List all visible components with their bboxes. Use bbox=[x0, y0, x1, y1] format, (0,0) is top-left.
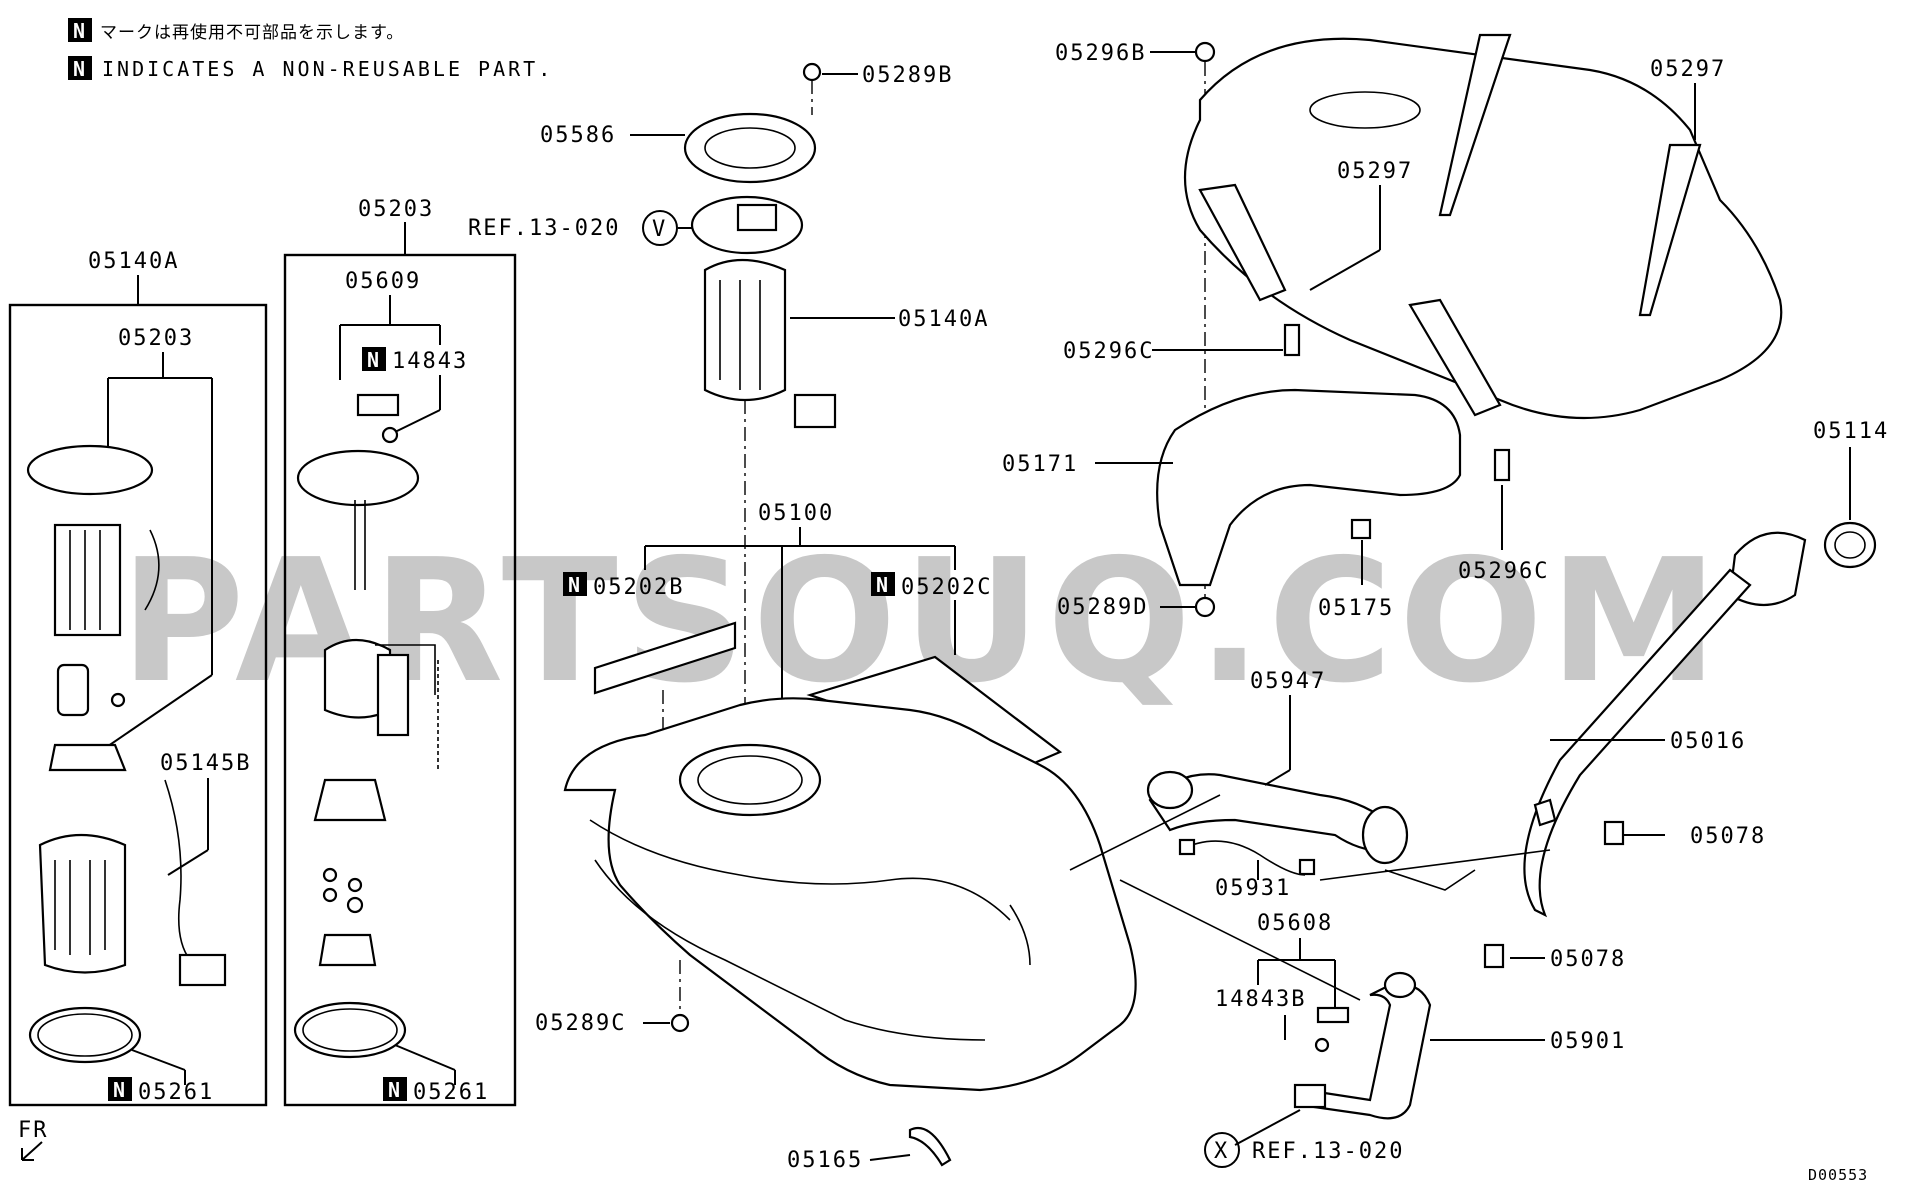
callout-14843B: 14843B bbox=[1215, 987, 1306, 1012]
non-reusable-marker bbox=[68, 56, 92, 80]
v-mark bbox=[642, 210, 678, 246]
callout-05202B: 05202B bbox=[593, 575, 684, 600]
callout-05296B: 05296B bbox=[1055, 41, 1146, 66]
callout-05202C: 05202C bbox=[901, 575, 992, 600]
x-mark bbox=[1204, 1132, 1240, 1168]
callout-05586: 05586 bbox=[540, 123, 616, 148]
callout-05016: 05016 bbox=[1670, 729, 1746, 754]
fuel-cap bbox=[1823, 521, 1877, 569]
front-direction-arrow-icon: FR bbox=[18, 1118, 49, 1161]
fuel-tank-group: 05289B 05586 REF.13-020 V 05140A 05100 N… bbox=[468, 62, 1137, 1173]
svg-text:N: N bbox=[113, 1078, 125, 1102]
callout-05901: 05901 bbox=[1550, 1029, 1626, 1054]
callout-05289D: 05289D bbox=[1057, 595, 1148, 620]
fuel-pump-assembly-box: 05140A 05203 05145B N 05261 bbox=[8, 249, 268, 1107]
heat-protector bbox=[1156, 388, 1462, 587]
callout-05171: 05171 bbox=[1002, 452, 1078, 477]
callout-05100: 05100 bbox=[758, 501, 834, 526]
group-box-05140A bbox=[8, 303, 268, 1107]
svg-text:FR: FR bbox=[18, 1118, 49, 1143]
callout-05261: 05261 bbox=[138, 1080, 214, 1105]
callout-05289C: 05289C bbox=[535, 1011, 626, 1036]
tank-protector-top bbox=[1184, 37, 1783, 420]
svg-text:N: N bbox=[73, 19, 85, 43]
note-japanese: マークは再使用不可部品を示します。 bbox=[100, 22, 404, 43]
callout-05931: 05931 bbox=[1215, 876, 1291, 901]
callout-05296C-right: 05296C bbox=[1458, 559, 1549, 584]
callout-05078-top: 05078 bbox=[1690, 824, 1766, 849]
callout-05608: 05608 bbox=[1257, 911, 1333, 936]
callout-05165: 05165 bbox=[787, 1148, 863, 1173]
note-english: INDICATES A NON-REUSABLE PART. bbox=[102, 57, 553, 81]
svg-text:N: N bbox=[568, 573, 580, 597]
svg-text:N: N bbox=[367, 348, 379, 372]
callout-ref-13-020-v: REF.13-020 bbox=[468, 216, 620, 241]
tank-band-group: 05296B 05297 05297 05296C 05296C 05171 0… bbox=[1002, 33, 1783, 621]
legend: N マークは再使用不可部品を示します。 N INDICATES A NON-RE… bbox=[68, 18, 553, 81]
callout-05296C-left: 05296C bbox=[1063, 339, 1154, 364]
callout-05145B: 05145B bbox=[160, 751, 251, 776]
svg-text:N: N bbox=[388, 1078, 400, 1102]
pump-module-box: 05203 05609 N 14843 N 05261 bbox=[283, 197, 517, 1107]
svg-text:X: X bbox=[1214, 1139, 1229, 1164]
callout-05261-mid: 05261 bbox=[413, 1080, 489, 1105]
callout-05078-bot: 05078 bbox=[1550, 947, 1626, 972]
svg-text:V: V bbox=[652, 217, 667, 242]
callout-05297-mid: 05297 bbox=[1337, 159, 1413, 184]
filler-neck-group: 05114 05016 05078 05078 05947 05931 0560… bbox=[1069, 419, 1889, 1168]
callout-05140A-right: 05140A bbox=[898, 307, 989, 332]
breather-hose bbox=[1298, 983, 1432, 1120]
callout-05203-top: 05203 bbox=[358, 197, 434, 222]
group-box-05203 bbox=[283, 253, 517, 1107]
non-reusable-marker bbox=[68, 18, 92, 42]
callout-05289B: 05289B bbox=[862, 63, 953, 88]
diagram-id: D00553 bbox=[1808, 1166, 1868, 1184]
callout-05947: 05947 bbox=[1250, 669, 1326, 694]
svg-text:N: N bbox=[876, 573, 888, 597]
callout-05203: 05203 bbox=[118, 326, 194, 351]
callout-05297-top: 05297 bbox=[1650, 57, 1726, 82]
callout-05175: 05175 bbox=[1318, 596, 1394, 621]
callout-14843: 14843 bbox=[392, 349, 468, 374]
callout-05140A: 05140A bbox=[88, 249, 179, 274]
svg-text:N: N bbox=[73, 57, 85, 81]
callout-05114: 05114 bbox=[1813, 419, 1889, 444]
callout-05609: 05609 bbox=[345, 269, 421, 294]
callout-ref-13-020-x: REF.13-020 bbox=[1252, 1139, 1404, 1164]
